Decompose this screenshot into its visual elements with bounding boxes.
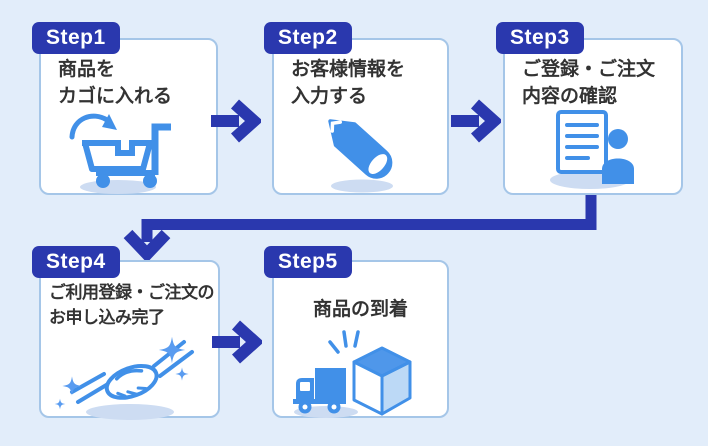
- handshake-icon: [54, 336, 194, 420]
- step1-text: 商品を カゴに入れる: [58, 56, 172, 110]
- step3-line1: ご登録・ご注文: [522, 59, 656, 80]
- step3-line2: 内容の確認: [522, 86, 618, 107]
- step3-text: ご登録・ご注文 内容の確認: [522, 56, 655, 110]
- arrow-right-icon-1: [211, 99, 261, 143]
- pencil-icon: [328, 119, 393, 193]
- step1-badge: Step1: [32, 22, 120, 54]
- step2-line1: お客様情報を: [291, 59, 406, 80]
- arrow-right-icon-3: [212, 320, 262, 364]
- step2-badge: Step2: [264, 22, 352, 54]
- step4-line1: ご利用登録・ご注文の: [49, 283, 215, 302]
- step1-line1: 商品を: [58, 59, 116, 80]
- connector-step3-to-step4: [123, 195, 597, 263]
- step3-badge: Step3: [496, 22, 584, 54]
- step4-badge: Step4: [32, 246, 120, 278]
- truck-box-icon: [293, 330, 412, 418]
- step2-line2: 入力する: [291, 86, 368, 107]
- document-person-icon: [550, 110, 634, 189]
- cart-icon: [69, 113, 171, 194]
- arrow-right-icon-2: [451, 99, 501, 143]
- step5-badge: Step5: [264, 246, 352, 278]
- step4-line2: お申し込み完了: [49, 308, 165, 327]
- step1-line2: カゴに入れる: [58, 86, 173, 107]
- step2-text: お客様情報を 入力する: [291, 56, 405, 110]
- step5-line1: 商品の到着: [312, 299, 408, 320]
- step2-card: [272, 38, 449, 195]
- step5-text: 商品の到着: [272, 296, 449, 323]
- sparkles: [54, 336, 189, 410]
- step4-text: ご利用登録・ご注文の お申し込み完了: [49, 280, 215, 330]
